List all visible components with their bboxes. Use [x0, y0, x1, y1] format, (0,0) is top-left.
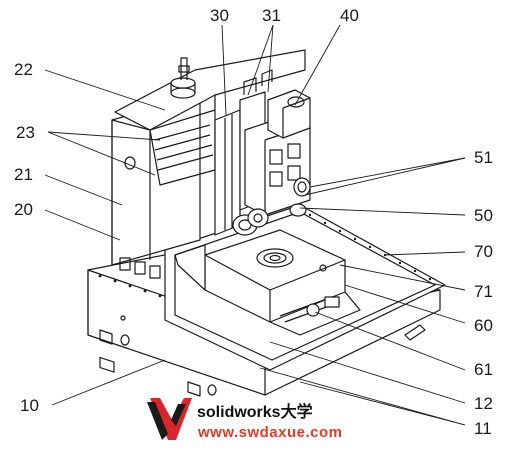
- callout-20: 20: [14, 200, 33, 219]
- callout-10: 10: [20, 396, 39, 415]
- callout-22: 22: [14, 60, 33, 79]
- callout-30: 30: [210, 6, 229, 25]
- x-axis-rail: [174, 244, 361, 336]
- leader-lines: [44, 24, 466, 426]
- spindle-head: [244, 89, 311, 216]
- callout-31: 31: [262, 6, 281, 25]
- watermark-brand: solidworks大学: [197, 404, 313, 421]
- callout-61: 61: [474, 360, 493, 379]
- spindle-unit-right: [289, 177, 311, 217]
- callout-21: 21: [14, 165, 33, 184]
- callout-12: 12: [474, 394, 493, 413]
- callout-70: 70: [474, 242, 493, 261]
- callout-23: 23: [16, 123, 35, 142]
- callout-11: 11: [474, 419, 492, 438]
- callout-60: 60: [474, 316, 493, 335]
- spindle-unit-left: [232, 208, 269, 236]
- callout-50: 50: [474, 206, 493, 225]
- callout-71: 71: [474, 282, 493, 301]
- watermark-url: www.swdaxue.com: [198, 424, 343, 441]
- swdaxue-logo-icon: [147, 398, 192, 440]
- callout-40: 40: [340, 6, 359, 25]
- callout-51: 51: [474, 148, 493, 167]
